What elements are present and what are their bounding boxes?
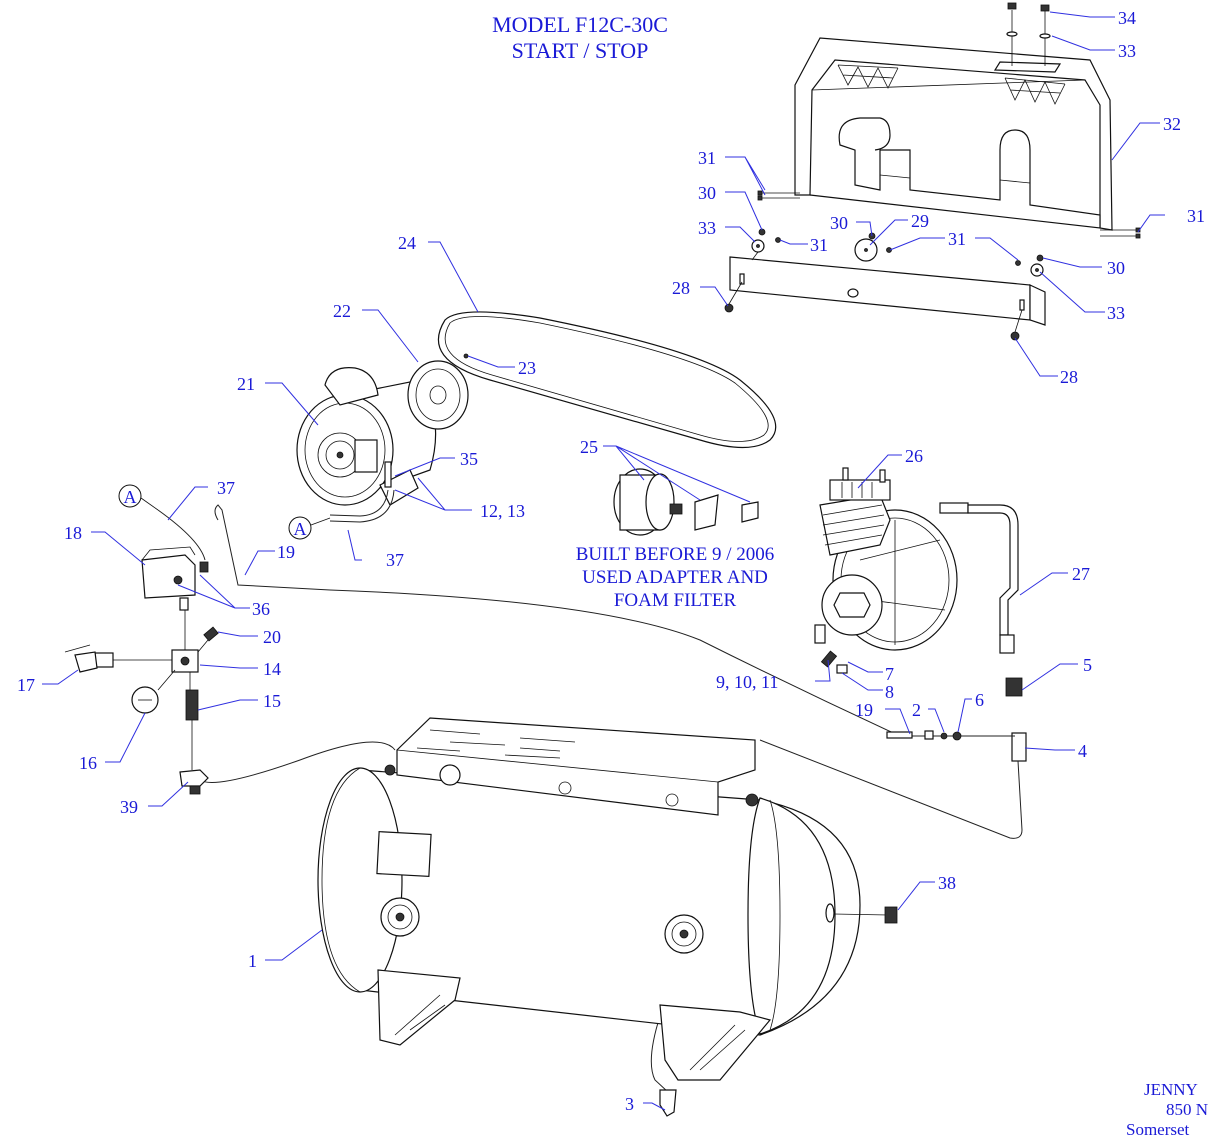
callout-19-left: 19 [277, 542, 295, 562]
callout-28-right: 28 [1060, 367, 1078, 387]
callout-31-b: 31 [810, 235, 828, 255]
callout-25: 25 [580, 437, 598, 457]
callout-30-c: 30 [1107, 258, 1125, 278]
callout-8: 8 [885, 682, 894, 702]
guard-mesh-right [1004, 77, 1066, 105]
discharge-tube [939, 502, 1027, 762]
filter-note: BUILT BEFORE 9 / 2006 USED ADAPTER AND F… [555, 543, 795, 612]
motor-shroud [384, 717, 759, 816]
motor-pulley [407, 353, 469, 430]
guard-side-bolts [757, 190, 1141, 239]
svg-text:A: A [124, 487, 137, 507]
callout-28-left: 28 [672, 278, 690, 298]
diagram-title: MODEL F12C-30C START / STOP [460, 12, 700, 64]
callout-5: 5 [1083, 655, 1092, 675]
callout-24: 24 [398, 233, 416, 253]
address-city: Somerset [1126, 1120, 1190, 1139]
svg-text:A: A [294, 519, 307, 539]
model-name: MODEL F12C-30C [492, 12, 668, 37]
callout-29: 29 [911, 211, 929, 231]
callout-15: 15 [263, 691, 281, 711]
callout-30-b: 30 [830, 213, 848, 233]
callout-12-13: 12, 13 [480, 501, 525, 521]
guard-mesh-left [837, 64, 899, 89]
callout-30-a: 30 [698, 183, 716, 203]
belt [437, 311, 777, 449]
compressor-pump [814, 467, 958, 674]
callout-38: 38 [938, 873, 956, 893]
callout-9-10-11: 9, 10, 11 [716, 672, 778, 692]
callout-39: 39 [120, 797, 138, 817]
callout-21: 21 [237, 374, 255, 394]
callout-17: 17 [17, 675, 35, 695]
air-lines [199, 504, 1023, 1117]
callout-27: 27 [1072, 564, 1090, 584]
callout-31-e: 31 [1187, 206, 1205, 226]
callout-33-top: 33 [1118, 41, 1136, 61]
callout-31-c: 31 [948, 229, 966, 249]
callout-labels: 34 33 32 31 30 33 31 30 29 31 31 30 33 2… [17, 8, 1205, 1114]
callout-1: 1 [248, 951, 257, 971]
model-subtitle: START / STOP [511, 38, 649, 63]
pressure-switch-assembly [64, 509, 219, 795]
leader-lines [42, 11, 1165, 1111]
callout-20: 20 [263, 627, 281, 647]
callout-33-left: 33 [698, 218, 716, 238]
callout-14: 14 [263, 659, 281, 679]
reference-marker-a-left: A [118, 484, 159, 511]
callout-33-right: 33 [1107, 303, 1125, 323]
callout-32: 32 [1163, 114, 1181, 134]
callout-16: 16 [79, 753, 97, 773]
callout-3: 3 [625, 1094, 634, 1114]
callout-31-a: 31 [698, 148, 716, 168]
air-filter [613, 468, 759, 536]
note-line-1: BUILT BEFORE 9 / 2006 [575, 544, 775, 565]
callout-34: 34 [1118, 8, 1136, 28]
callout-36: 36 [252, 599, 270, 619]
callout-37-left: 37 [217, 478, 235, 498]
callout-23: 23 [518, 358, 536, 378]
callout-6: 6 [975, 690, 984, 710]
guard-bracket [724, 228, 1046, 341]
callout-22: 22 [333, 301, 351, 321]
note-line-3: FOAM FILTER [613, 590, 737, 611]
address-street: 850 N [1166, 1100, 1209, 1119]
manufacturer-address: JENNY 850 N Somerset [1126, 1080, 1209, 1140]
callout-7: 7 [885, 664, 894, 684]
callout-4: 4 [1078, 741, 1087, 761]
callout-35: 35 [460, 449, 478, 469]
reference-marker-a-right: A [288, 489, 395, 540]
callout-2: 2 [912, 700, 921, 720]
callout-26: 26 [905, 446, 923, 466]
manufacturer-name: JENNY [1144, 1080, 1198, 1099]
note-line-2: USED ADAPTER AND [582, 567, 768, 588]
callout-19-right: 19 [855, 700, 873, 720]
belt-guard [794, 2, 1113, 231]
air-tank [317, 767, 898, 1081]
callout-37-right: 37 [386, 550, 404, 570]
callout-18: 18 [64, 523, 82, 543]
